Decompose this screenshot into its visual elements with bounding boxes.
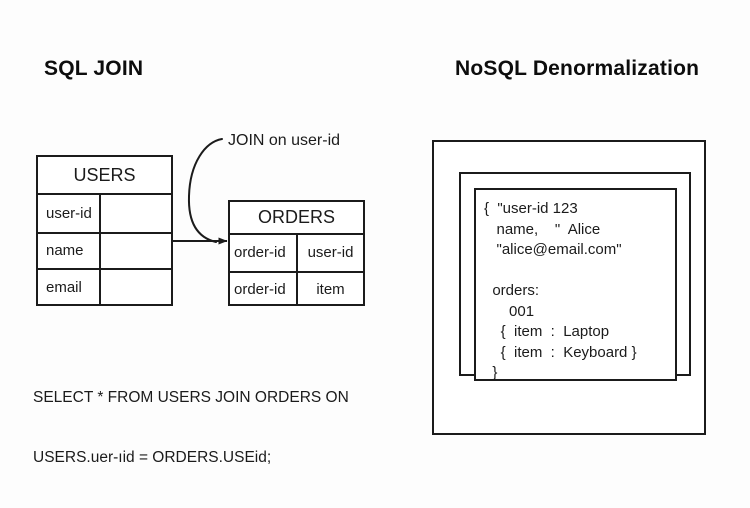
users-cell-field-2: email bbox=[38, 270, 101, 305]
sql-panel-title: SQL JOIN bbox=[44, 57, 144, 80]
orders-cell-value-0: user-id bbox=[307, 244, 354, 262]
table-row: email bbox=[38, 268, 171, 305]
nosql-panel-title: NoSQL Denormalization bbox=[455, 57, 700, 80]
join-leader-curve bbox=[187, 138, 223, 243]
users-table-header: USERS bbox=[38, 157, 171, 195]
users-cell-value-0 bbox=[101, 195, 171, 232]
nosql-inner-box bbox=[474, 188, 677, 381]
orders-cell-field-0: order-id bbox=[230, 235, 298, 271]
users-cell-field-0: user-id bbox=[38, 195, 101, 232]
orders-table-header: ORDERS bbox=[230, 202, 363, 235]
table-row: user-id bbox=[38, 195, 171, 232]
join-annotation-label: JOIN on user-id bbox=[228, 132, 341, 149]
users-cell-value-1 bbox=[101, 234, 171, 269]
table-row: order-id user-id bbox=[230, 235, 363, 271]
orders-cell-field-1: order-id bbox=[230, 272, 298, 306]
users-cell-value-2 bbox=[101, 270, 171, 305]
sql-query-line-2: USERS.uer-ıid = ORDERS.USEid; bbox=[33, 449, 272, 466]
users-cell-field-1: name bbox=[38, 233, 101, 268]
sql-query-line-1: SELECT * FROM USERS JOIN ORDERS ON bbox=[33, 389, 349, 406]
orders-cell-value-1: item bbox=[316, 280, 345, 298]
nosql-document-text: { "user-id 123 name, " Alice "alice@emai… bbox=[484, 200, 637, 381]
sql-query-text: SELECT * FROM USERS JOIN ORDERS ON USERS… bbox=[33, 348, 349, 508]
users-table: USERS user-id name email bbox=[36, 155, 173, 306]
orders-table: ORDERS order-id user-id order-id item bbox=[228, 200, 365, 306]
table-row: name bbox=[38, 231, 171, 269]
table-row: order-id item bbox=[230, 270, 363, 306]
diagram-canvas: SQL JOIN NoSQL Denormalization USERS use… bbox=[33, 57, 706, 466]
